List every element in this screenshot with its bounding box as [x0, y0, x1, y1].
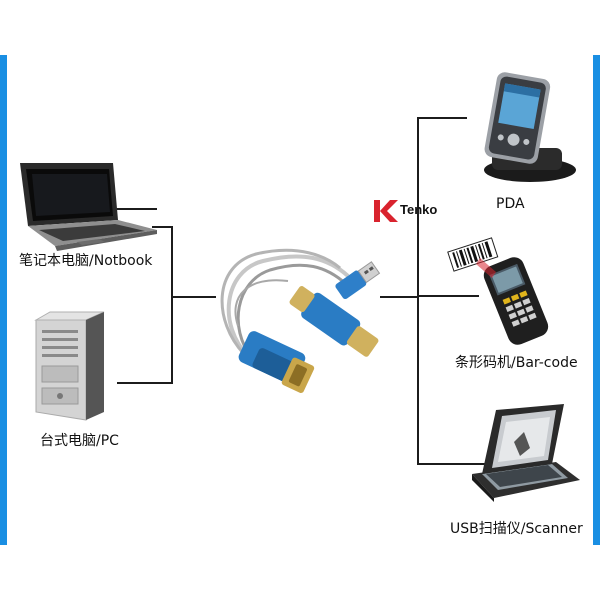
usb-to-serial-cable-icon: [220, 248, 381, 393]
notebook-label: 笔记本电脑/Notbook: [19, 253, 153, 269]
left-accent-bar: [0, 55, 7, 545]
pda-icon: [484, 72, 576, 182]
barcode-branch-line: [417, 295, 479, 297]
right-accent-bar: [593, 55, 600, 545]
tenko-logo-icon: [374, 200, 398, 222]
notebook-branch-line: [152, 226, 173, 228]
flatbed-scanner-icon: [472, 404, 580, 502]
pda-branch-line: [417, 117, 467, 119]
pc-label: 台式电脑/PC: [40, 433, 119, 449]
scanner-branch-line: [417, 463, 487, 465]
left-vertical-connector: [171, 226, 173, 384]
right-vertical-connector: [417, 117, 419, 465]
laptop-icon: [20, 163, 157, 251]
desktop-tower-icon: [34, 311, 105, 421]
notebook-connector: [116, 208, 157, 210]
pc-branch-line: [117, 382, 173, 384]
scanner-label: USB扫描仪/Scanner: [450, 521, 583, 537]
cable-to-right-line: [380, 296, 418, 298]
barcode-scanner-icon: [447, 237, 549, 345]
left-to-cable-line: [171, 296, 216, 298]
brand-logo: Tenko: [373, 198, 453, 224]
pda-label: PDA: [496, 196, 525, 212]
brand-name: Tenko: [400, 202, 438, 217]
barcode-label: 条形码机/Bar-code: [455, 355, 578, 371]
